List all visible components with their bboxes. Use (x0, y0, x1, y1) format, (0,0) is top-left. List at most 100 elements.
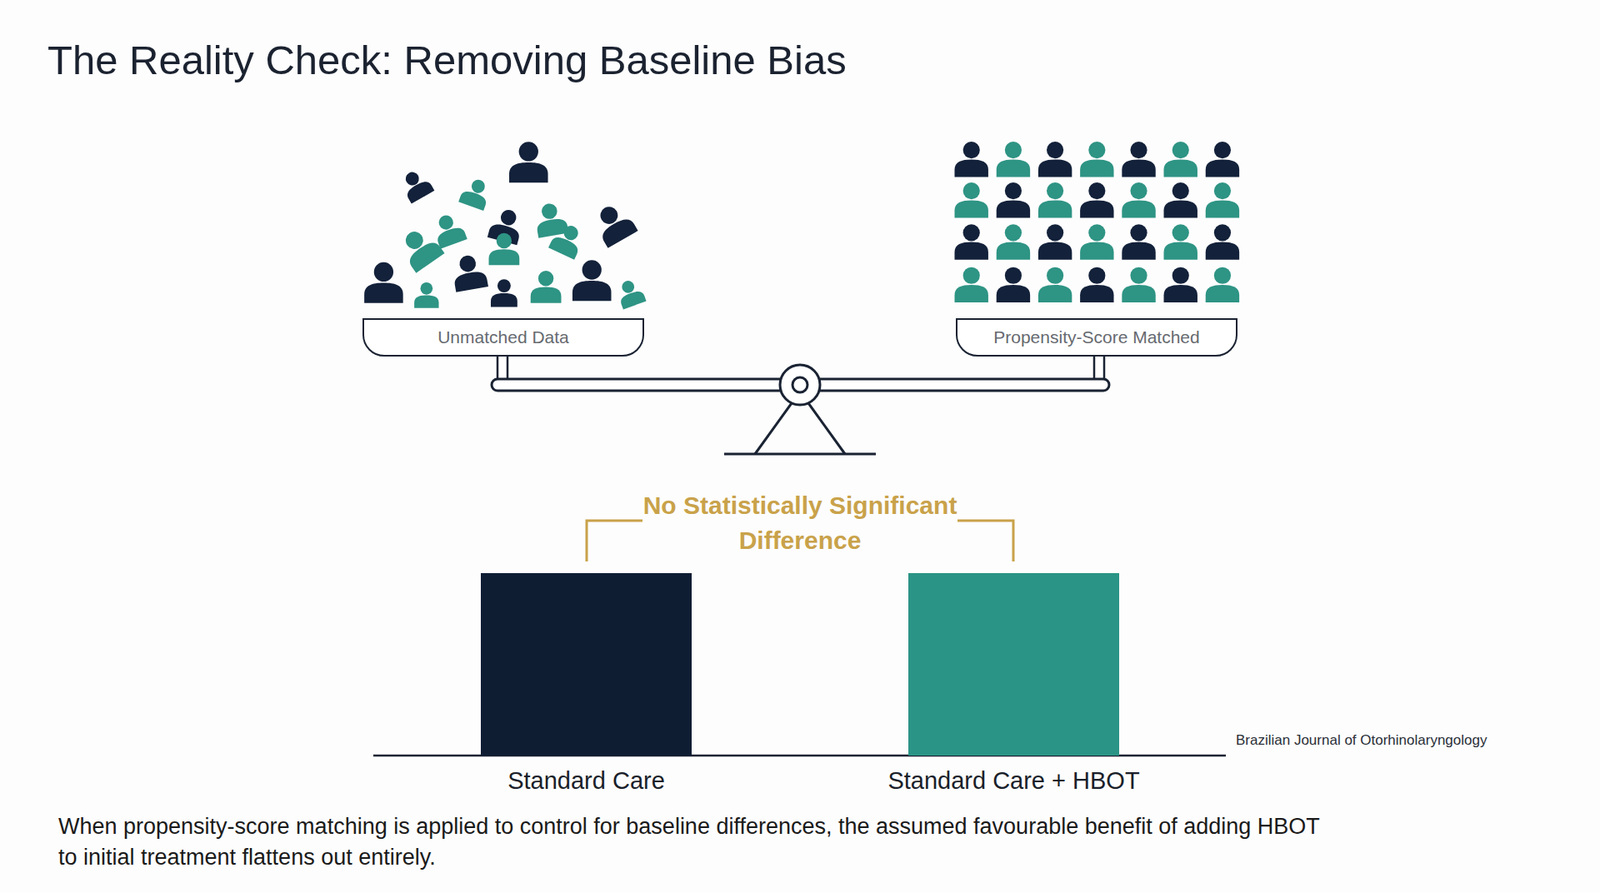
person-icon (458, 175, 493, 211)
person-body (548, 234, 581, 260)
person-body (1080, 285, 1114, 303)
person-head (1172, 141, 1190, 159)
person-body (955, 200, 989, 218)
person-icon (548, 220, 587, 260)
person-icon (1038, 182, 1072, 218)
caption: When propensity-score matching is applie… (58, 811, 1342, 874)
person-icon (955, 141, 989, 177)
person-body (1080, 159, 1114, 177)
person-body (1205, 285, 1240, 303)
person-head (1172, 224, 1190, 241)
fulcrum-pin (792, 377, 808, 393)
person-icon (996, 224, 1030, 260)
people-group (364, 141, 1240, 310)
person-icon (1038, 267, 1072, 303)
person-icon (1038, 224, 1072, 260)
person-head (582, 260, 602, 280)
person-icon (996, 182, 1030, 218)
person-body (509, 162, 549, 183)
person-body (1121, 159, 1155, 177)
person-head (963, 224, 980, 241)
person-body (1164, 159, 1198, 177)
person-head (458, 254, 478, 274)
bar-label: Standard Care + HBOT (808, 767, 1220, 795)
person-body (1080, 242, 1114, 260)
person-body (435, 225, 467, 249)
person-body (414, 295, 439, 309)
person-body (572, 280, 612, 301)
person-icon (1121, 224, 1155, 260)
person-head (1214, 141, 1231, 159)
person-icon (1121, 141, 1155, 177)
person-icon (1080, 267, 1114, 303)
person-body (405, 238, 445, 274)
person-head (1130, 141, 1147, 159)
person-icon (572, 260, 612, 301)
person-body (1038, 159, 1072, 177)
person-head (1214, 224, 1231, 241)
fulcrum-pivot (780, 365, 820, 405)
person-head (1046, 267, 1064, 285)
person-body (996, 159, 1030, 177)
person-icon (1205, 182, 1240, 218)
person-body (1164, 200, 1198, 218)
person-body (1205, 200, 1240, 218)
person-head (1005, 182, 1022, 200)
person-head (1046, 182, 1064, 200)
person-head (1088, 141, 1105, 159)
person-icon (1121, 267, 1155, 303)
person-icon (490, 279, 518, 307)
person-head (1088, 267, 1105, 285)
person-icon (1080, 182, 1114, 218)
person-icon (509, 141, 549, 183)
person-head (1088, 182, 1105, 200)
person-body (453, 270, 489, 293)
person-body (1205, 242, 1240, 260)
slide-title: The Reality Check: Removing Baseline Bia… (47, 36, 847, 84)
person-icon (1164, 141, 1198, 177)
person-icon (1164, 267, 1198, 303)
person-body (535, 217, 569, 239)
person-head (1130, 267, 1147, 285)
person-head (496, 233, 512, 249)
balance-scale (491, 354, 1110, 455)
person-head (963, 141, 980, 159)
person-icon (395, 223, 445, 274)
person-head (538, 270, 554, 286)
person-icon (397, 166, 435, 205)
pan-label: Unmatched Data (437, 327, 570, 348)
person-icon (450, 253, 489, 293)
person-body (955, 242, 989, 260)
scale-base (724, 453, 876, 456)
person-icon (364, 262, 404, 304)
person-body (1038, 285, 1072, 303)
person-body (996, 200, 1030, 218)
person-icon (1205, 224, 1240, 260)
scale-post (497, 354, 508, 381)
person-head (519, 141, 539, 161)
scale-pan: Propensity-Score Matched (955, 318, 1238, 357)
person-icon (955, 267, 989, 303)
person-body (1038, 242, 1072, 260)
person-icon (1038, 141, 1072, 177)
person-icon (1164, 224, 1198, 260)
person-head (963, 182, 980, 200)
person-body (1038, 200, 1072, 218)
pan-label: Propensity-Score Matched (993, 327, 1200, 348)
person-head (1172, 267, 1190, 285)
person-head (499, 208, 518, 227)
person-head (1130, 224, 1147, 241)
person-body (1121, 285, 1155, 303)
person-head (374, 262, 394, 282)
person-body (619, 289, 647, 310)
person-icon (1164, 182, 1198, 218)
scale-post (1094, 354, 1105, 381)
person-icon (1205, 141, 1240, 177)
person-head (1005, 141, 1022, 159)
person-icon (996, 267, 1030, 303)
person-icon (1121, 182, 1155, 218)
person-icon (955, 224, 989, 260)
person-icon (530, 270, 562, 304)
person-head (1130, 182, 1147, 200)
